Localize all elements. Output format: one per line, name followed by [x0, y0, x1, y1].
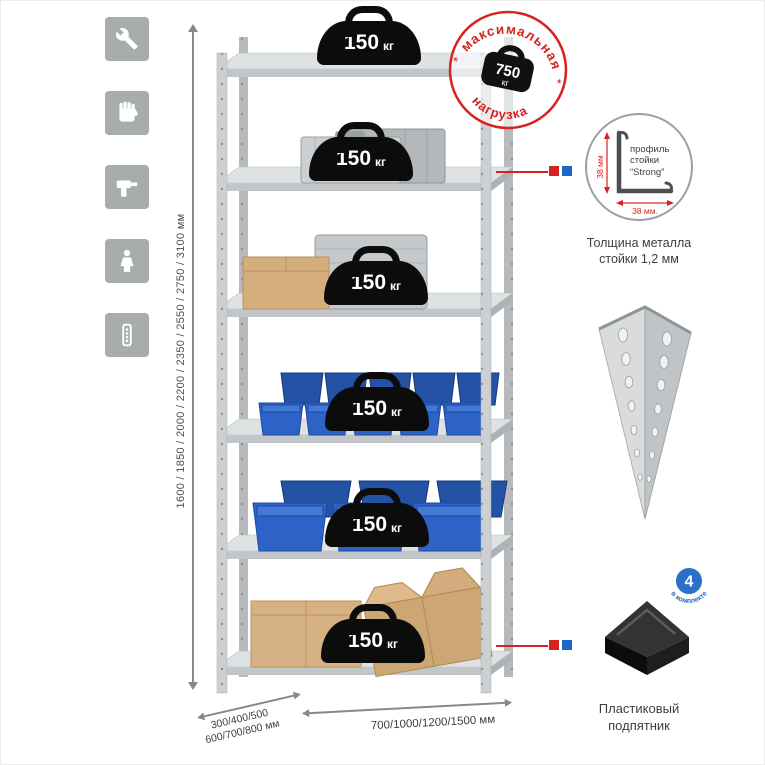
stamp-weight-handle: [497, 45, 525, 61]
profile-cross-section: [616, 130, 674, 194]
weight-handle: [353, 372, 401, 403]
marker-square-red-bottom: [549, 640, 559, 650]
cardboard-box: [242, 256, 330, 310]
height-dimension-label: 1600 / 1850 / 2000 / 2200 / 2350 / 2550 …: [175, 213, 187, 509]
feature-tile-person: [105, 239, 149, 283]
badge-number: 4: [685, 574, 694, 591]
height-arrow-up: [188, 24, 198, 32]
profile-label-2: стойки: [630, 155, 659, 166]
callout-connector-top: [496, 171, 548, 173]
included-count-badge: 4 в комплекте: [669, 566, 709, 605]
foot-caption: Пластиковый подпятник: [573, 701, 705, 735]
stamp-load-unit: кг: [501, 77, 511, 88]
feature-tile-profile: [105, 313, 149, 357]
stamp-star-right: *: [555, 76, 563, 92]
drill-icon: [116, 180, 138, 197]
max-load-stamp: максимальная нагрузка * * 750 кг: [448, 10, 571, 130]
foot-highlight: [616, 608, 676, 636]
foot-caption-line1: Пластиковый: [598, 701, 680, 716]
feature-tile-tools: [105, 17, 149, 61]
dim-label-vertical: 38 мм: [595, 155, 605, 179]
rack-back-posts: [239, 37, 513, 677]
weight-handle: [337, 122, 385, 153]
profile-callout: 38 мм 38 мм. профиль стойки “Strong”: [585, 113, 693, 221]
perforated-profile-icon: [122, 323, 132, 347]
foot-left-face: [605, 637, 647, 675]
profile-caption-line1: Толщина металла: [586, 236, 692, 250]
person-icon: [120, 249, 134, 272]
foot-right-face: [647, 637, 689, 675]
upright-post-image: [598, 305, 692, 520]
load-unit: кг: [391, 521, 403, 535]
stamp-load-value: 750: [494, 61, 522, 83]
width-dimension-label: 700/1000/1200/1500 мм: [370, 713, 496, 733]
wrench-icon: [116, 28, 138, 50]
load-unit: кг: [391, 405, 403, 419]
weight-handle: [349, 604, 397, 635]
profile-caption: Толщина металла стойки 1,2 мм: [573, 235, 705, 268]
marker-square-blue-top: [562, 166, 572, 176]
callout-circle: [585, 113, 693, 221]
stamp-weight-body: [481, 51, 534, 93]
profile-hooks: [617, 131, 673, 193]
weight-handle: [345, 6, 393, 37]
dim-label-horizontal: 38 мм.: [632, 206, 658, 216]
post-top-edge: [598, 305, 692, 335]
profile-label-3: “Strong”: [630, 167, 664, 178]
glove-icon: [119, 101, 138, 122]
load-unit: кг: [383, 39, 395, 53]
plastic-foot-image: [605, 601, 689, 675]
marker-square-red-top: [549, 166, 559, 176]
load-unit: кг: [387, 637, 399, 651]
load-unit: кг: [375, 155, 387, 169]
weight-handle: [353, 488, 401, 519]
callout-connector-bottom: [496, 645, 548, 647]
marker-square-blue-bottom: [562, 640, 572, 650]
load-unit: кг: [390, 279, 402, 293]
post-perforations: [618, 327, 672, 483]
height-dimension-line: [192, 31, 194, 683]
stamp-star-left: *: [451, 53, 459, 69]
height-arrow-down: [188, 682, 198, 690]
profile-label-1: профиль: [630, 144, 669, 155]
feature-tile-drill: [105, 165, 149, 209]
profile-caption-line2: стойки 1,2 мм: [599, 252, 679, 267]
weight-handle: [352, 246, 400, 277]
badge-circle: [674, 566, 704, 596]
feature-tile-gloves: [105, 91, 149, 135]
foot-top-face: [605, 601, 689, 657]
foot-caption-line2: подпятник: [608, 717, 670, 733]
